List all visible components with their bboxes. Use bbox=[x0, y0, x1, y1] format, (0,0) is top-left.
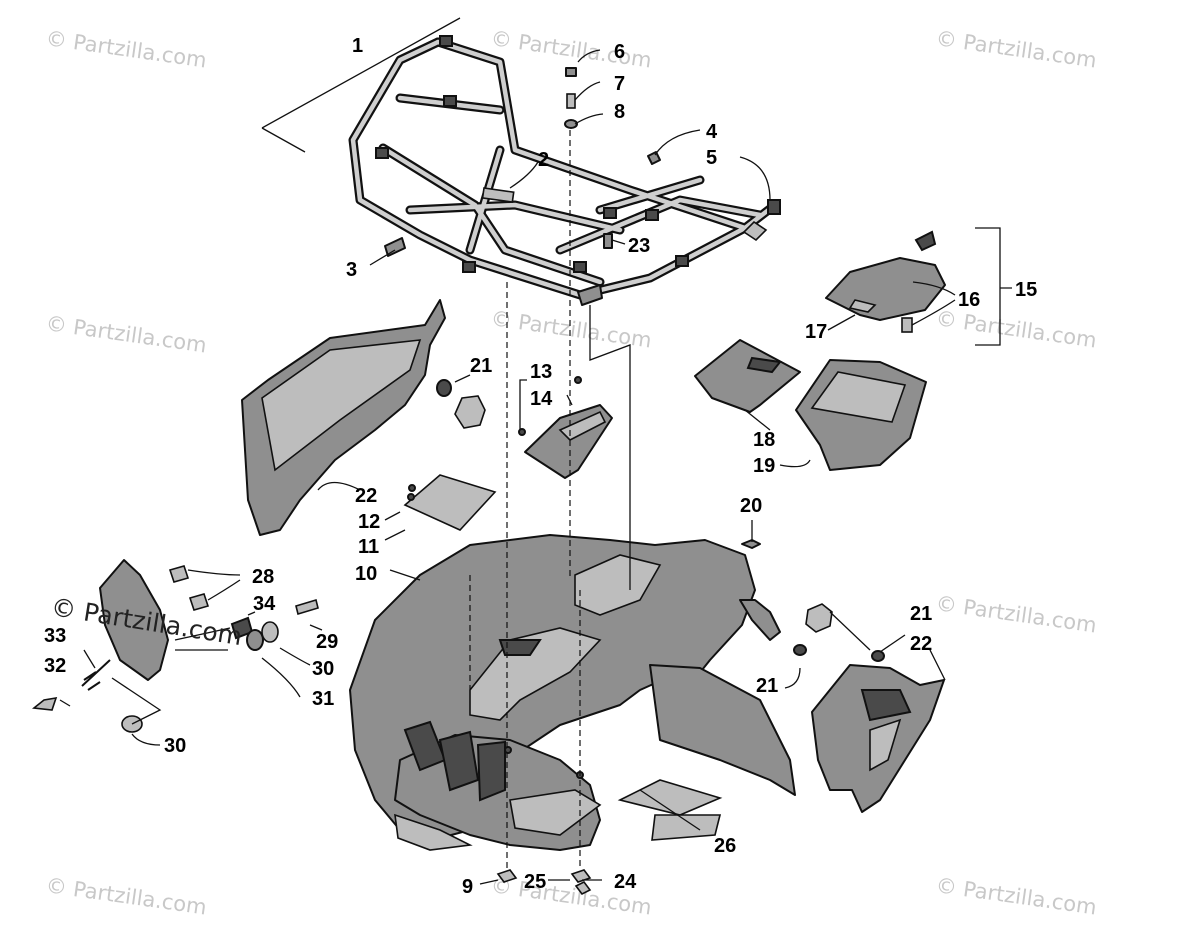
callout-10: 10 bbox=[355, 563, 377, 585]
callout-12: 12 bbox=[358, 511, 380, 533]
callout-34: 34 bbox=[253, 593, 276, 615]
storage-tray bbox=[694, 339, 801, 413]
watermark: © Partzilla.com bbox=[934, 26, 1098, 72]
storage-box bbox=[795, 359, 927, 471]
watermark: © Partzilla.com bbox=[44, 26, 208, 72]
callout-16: 16 bbox=[958, 289, 980, 311]
watermark: © Partzilla.com bbox=[934, 873, 1098, 919]
callout-4: 4 bbox=[706, 121, 718, 143]
left-fender-panel bbox=[241, 299, 486, 536]
callout-1: 1 bbox=[352, 35, 363, 57]
callout-2: 2 bbox=[538, 149, 549, 171]
callout-8: 8 bbox=[614, 101, 625, 123]
leader-lines bbox=[59, 49, 1012, 885]
fasteners-bottom bbox=[496, 869, 592, 896]
callout-5: 5 bbox=[706, 147, 717, 169]
callout-24: 24 bbox=[614, 871, 637, 893]
callout-21: 21 bbox=[756, 675, 778, 697]
fasteners-top bbox=[384, 67, 768, 257]
callout-31: 31 bbox=[312, 688, 334, 710]
front-rack bbox=[348, 35, 781, 306]
front-body-shell bbox=[349, 534, 796, 851]
callout-labels: 1 2 3 4 5 6 7 8 9 10 11 12 13 14 15 16 1… bbox=[44, 35, 1037, 898]
callout-33: 33 bbox=[44, 625, 66, 647]
callout-30: 30 bbox=[312, 658, 334, 680]
right-fender-panel bbox=[811, 664, 945, 813]
right-side-bracket bbox=[739, 599, 885, 662]
watermark: © Partzilla.com bbox=[934, 306, 1098, 352]
callout-32: 32 bbox=[44, 655, 66, 677]
callout-18: 18 bbox=[753, 429, 775, 451]
assembly-lines bbox=[469, 130, 631, 870]
callout-19: 19 bbox=[753, 455, 775, 477]
callout-22: 22 bbox=[355, 485, 377, 507]
callout-9: 9 bbox=[462, 876, 473, 898]
callout-20: 20 bbox=[740, 495, 762, 517]
callout-11: 11 bbox=[358, 536, 379, 558]
watermark: © Partzilla.com bbox=[489, 26, 653, 72]
callout-3: 3 bbox=[346, 259, 357, 281]
callout-7: 7 bbox=[614, 73, 625, 95]
callout-6: 6 bbox=[614, 41, 625, 63]
callout-22: 22 bbox=[910, 633, 932, 655]
watermark: © Partzilla.com bbox=[934, 591, 1098, 637]
center-bracket bbox=[518, 376, 613, 479]
watermark: © Partzilla.com bbox=[44, 311, 208, 357]
storage-lid bbox=[825, 230, 946, 333]
callout-26: 26 bbox=[714, 835, 736, 857]
callout-15: 15 bbox=[1015, 279, 1037, 301]
grommet-20 bbox=[741, 539, 761, 549]
callout-29: 29 bbox=[316, 631, 338, 653]
callout-21: 21 bbox=[470, 355, 492, 377]
callout-21: 21 bbox=[910, 603, 932, 625]
callout-13: 13 bbox=[530, 361, 552, 383]
callout-30: 30 bbox=[164, 735, 186, 757]
watermark: © Partzilla.com bbox=[44, 873, 208, 919]
decal-plate bbox=[403, 474, 497, 531]
left-side-cover bbox=[31, 559, 319, 733]
callout-25: 25 bbox=[524, 871, 546, 893]
rack-leader bbox=[261, 17, 461, 153]
callout-17: 17 bbox=[805, 321, 827, 343]
callout-28: 28 bbox=[252, 566, 274, 588]
callout-23: 23 bbox=[628, 235, 650, 257]
callout-14: 14 bbox=[530, 388, 553, 410]
